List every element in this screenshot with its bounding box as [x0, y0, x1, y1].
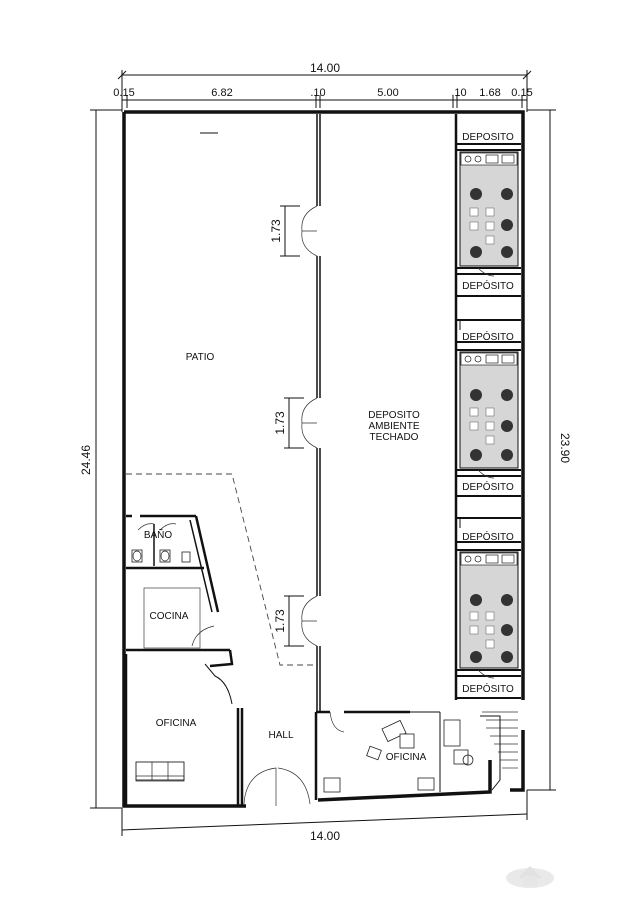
dim-top-seg-2: 6.82: [211, 87, 232, 99]
dim-top-seg-3: .10: [310, 87, 325, 99]
watermark-logo-icon: [506, 866, 554, 888]
dim-top-seg-1: 0.15: [113, 87, 134, 99]
label-deposito-techado-3: TECHADO: [370, 432, 419, 443]
label-oficina-main: OFICINA: [156, 718, 197, 729]
label-cocina: COCINA: [150, 611, 189, 622]
left-rooms: [124, 514, 244, 806]
dim-door-3: 1.73: [273, 609, 287, 633]
dim-right-total: 23.90: [558, 433, 572, 463]
dim-top-seg-6: 1.68: [479, 87, 500, 99]
right-dimension: 23.90: [527, 109, 572, 791]
dim-top-total: 14.00: [310, 61, 340, 75]
dim-top-seg-4: 5.00: [377, 87, 398, 99]
label-deposito-5: DEPÓSITO: [462, 530, 514, 543]
dim-left-total: 24.46: [79, 445, 93, 475]
top-dimension: 14.00 0.15 6.82 .10 5.00 .10 1.68 0.15: [113, 61, 533, 112]
room-labels: PATIO DEPOSITO AMBIENTE TECHADO DEPOSITO…: [144, 132, 514, 763]
label-hall: HALL: [268, 730, 293, 741]
dim-door-1: 1.73: [269, 219, 283, 243]
outer-walls: [122, 110, 525, 808]
label-bano: BAÑO: [144, 528, 173, 541]
label-deposito-techado-2: AMBIENTE: [368, 421, 419, 432]
right-column: [454, 114, 521, 700]
hall-entrance: [243, 767, 311, 806]
dim-bottom-total: 14.00: [310, 829, 340, 843]
roof-line: [126, 473, 318, 666]
label-patio: PATIO: [186, 352, 215, 363]
label-oficina-small: OFICINA: [386, 752, 427, 763]
label-deposito-6: DEPÓSITO: [462, 682, 514, 695]
bottom-dimension: 14.00: [121, 790, 528, 843]
label-deposito-3: DEPÓSITO: [462, 330, 514, 343]
left-dimension: 24.46: [79, 109, 122, 809]
dim-door-2: 1.73: [273, 411, 287, 435]
dim-top-seg-7: 0.15: [511, 87, 532, 99]
dim-top-seg-5: .10: [451, 87, 466, 99]
label-deposito-1: DEPOSITO: [462, 132, 514, 143]
label-deposito-2: DEPÓSITO: [462, 279, 514, 292]
central-divider: 1.73 1.73 1.73: [269, 114, 321, 712]
label-deposito-techado-1: DEPOSITO: [368, 410, 420, 421]
small-office: [314, 710, 518, 800]
label-deposito-4: DEPÓSITO: [462, 480, 514, 493]
